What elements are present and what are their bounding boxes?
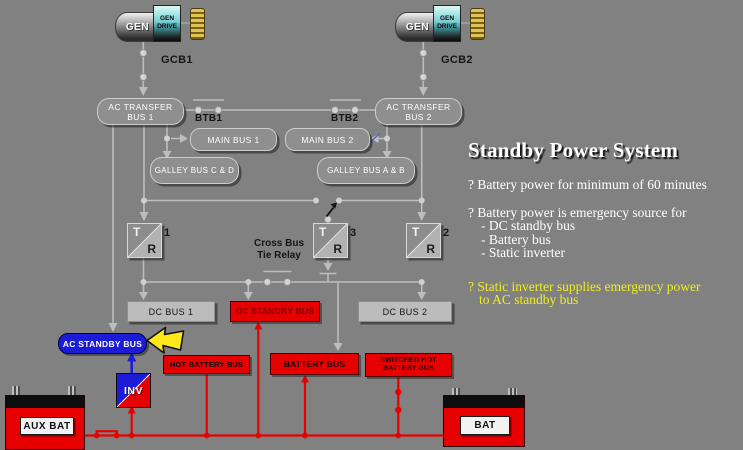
- tr2-number: 2: [443, 227, 450, 239]
- gen-drive-label: GEN: [439, 15, 455, 22]
- note-item-static-inverter: - Static inverter: [481, 245, 565, 261]
- gcb1-label: GCB1: [161, 54, 193, 66]
- contact-circles: [139, 49, 428, 286]
- inverter-output-arrow: [127, 352, 137, 374]
- tr-unit-3: T R: [313, 223, 348, 258]
- gen-label: GEN: [405, 21, 430, 33]
- red-junction-dots: [93, 432, 402, 439]
- gen-drive-label: DRIVE: [437, 22, 457, 30]
- ac-transfer-bus-2: AC TRANSFER BUS 2: [375, 98, 462, 125]
- main-bus-2: MAIN BUS 2: [285, 128, 370, 151]
- galley-bus-ab: GALLEY BUS A & B: [317, 157, 415, 184]
- junction-dots: [140, 135, 425, 285]
- battery-cap: [444, 396, 524, 408]
- red-wires: [85, 328, 444, 437]
- gen-gear-icon: [190, 8, 205, 40]
- battery-bus: BATTERY BUS: [270, 353, 359, 375]
- dc-bus-1: DC BUS 1: [127, 301, 215, 322]
- ac-standby-bus: AC STANDBY BUS: [58, 333, 147, 354]
- gen-label: GEN: [125, 21, 150, 33]
- btb2-label: BTB2: [331, 113, 359, 124]
- gen-drive-icon: GEN DRIVE: [153, 5, 181, 42]
- gen-shaft-icon: [181, 22, 190, 24]
- ac-transfer-bus-1: AC TRANSFER BUS 1: [97, 98, 184, 125]
- gen-drive-label: DRIVE: [157, 22, 177, 30]
- gen-gear-icon: [470, 8, 485, 40]
- main-bus-1: MAIN BUS 1: [190, 128, 277, 151]
- galley-bus-cd: GALLEY BUS C & D: [150, 157, 239, 184]
- gen-shaft-icon: [461, 22, 470, 24]
- tr1-number: 1: [164, 227, 171, 239]
- gray-wires: [112, 42, 425, 343]
- battery-body: [443, 395, 525, 447]
- btb1-label: BTB1: [195, 113, 223, 124]
- dc-standby-bus: DC STANDBY BUS: [230, 301, 320, 322]
- tr-unit-1: T R: [127, 223, 162, 258]
- dc-bus-2: DC BUS 2: [358, 301, 452, 322]
- tr-unit-2: T R: [406, 223, 441, 258]
- note-battery-minimum: ? Battery power for minimum of 60 minute…: [468, 177, 707, 192]
- gen-drive-label: GEN: [159, 15, 175, 22]
- battery-terminal-icon: [508, 388, 517, 396]
- tr3-switch-arrow: [325, 202, 337, 218]
- switched-bus-contact-circles: [395, 388, 402, 414]
- hot-battery-bus: HOT BATTERY BUS: [163, 355, 250, 374]
- stray-blue-line: [368, 133, 380, 144]
- inverter-box: INV: [116, 373, 151, 408]
- battery-cap: [6, 396, 84, 408]
- tr3-number: 3: [350, 227, 357, 239]
- yellow-highlight-arrow: [146, 326, 185, 354]
- battery-terminal-icon: [11, 386, 20, 396]
- battery-terminal-icon: [451, 388, 460, 396]
- aux-bat-label: AUX BAT: [20, 417, 74, 435]
- battery-terminal-icon: [68, 386, 76, 396]
- red-arrowheads: [127, 321, 309, 414]
- bat-label: BAT: [460, 416, 510, 435]
- cross-bus-tie-relay-label: Cross Bus Tie Relay: [253, 238, 304, 261]
- note-item-battery-bus: - Battery bus: [481, 231, 551, 247]
- note-static-inverter: ? Static inverter supplies emergency pow…: [468, 279, 701, 308]
- gen-drive-icon: GEN DRIVE: [433, 5, 461, 42]
- page-title: Standby Power System: [468, 138, 679, 162]
- note-emergency-source: ? Battery power is emergency source for …: [468, 206, 743, 260]
- switched-hot-battery-bus: SWITCHED HOT BATTERY BUS: [365, 353, 452, 377]
- note-item-dc-standby: - DC standby bus: [481, 218, 576, 234]
- gcb2-label: GCB2: [441, 54, 473, 66]
